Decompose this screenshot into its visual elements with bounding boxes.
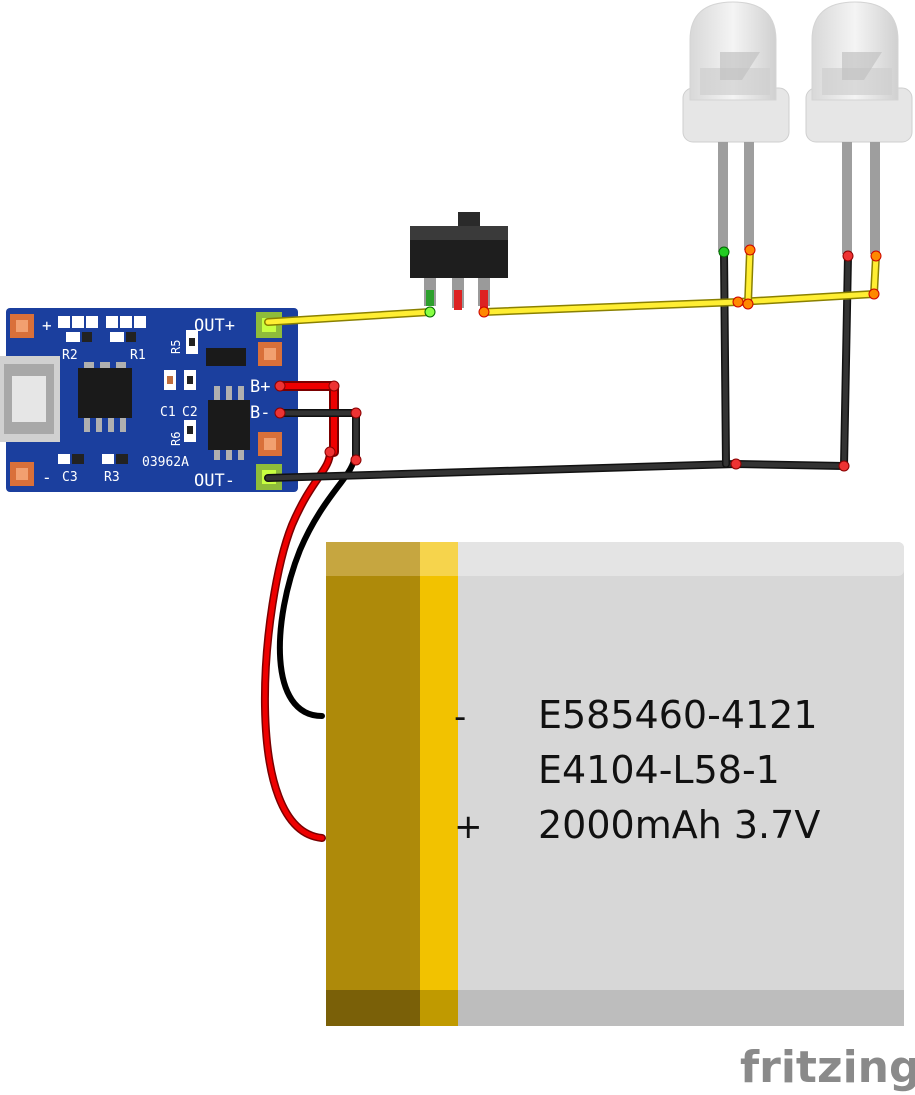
pcb-label-c3: C3 (62, 470, 78, 485)
wire-led2-anode[interactable] (871, 253, 879, 297)
pcb-label-r3: R3 (104, 470, 120, 485)
charger-module: + - OUT+ OUT- B+ B- R2 R1 C3 R3 C1 C2 03… (0, 308, 298, 492)
connection-points (274, 244, 882, 472)
pcb-label-plus: + (42, 316, 52, 335)
lipo-battery: - + E585460-4121 E4104-L58-1 2000mAh 3.7… (326, 542, 904, 1026)
battery-minus-mark: - (454, 697, 466, 737)
pcb-label-b-minus: B- (250, 403, 270, 423)
pcb-label-out-plus: OUT+ (194, 316, 235, 336)
pcb-label-b-plus: B+ (250, 377, 270, 397)
pcb-label-r2: R2 (62, 348, 78, 363)
pcb-label-r5: R5 (169, 340, 183, 354)
pcb-label-c2: C2 (182, 405, 198, 420)
wire-out-plus[interactable] (265, 309, 433, 325)
wire-led1-anode[interactable] (745, 247, 753, 307)
led-2[interactable] (805, 1, 913, 254)
wire-led2-cathode[interactable] (841, 253, 851, 469)
pcb-label-r1: R1 (130, 348, 146, 363)
battery-plus-mark: + (454, 807, 483, 847)
pcb-label-minus: - (42, 468, 52, 487)
pcb-label-r6: R6 (169, 432, 183, 446)
battery-line-2: E4104-L58-1 (538, 748, 780, 792)
slide-switch[interactable] (410, 212, 508, 310)
pcb-label-code: 03962A (142, 455, 189, 470)
wire-battery-negative[interactable] (276, 457, 357, 719)
battery-line-1: E585460-4121 (538, 693, 818, 737)
battery-line-3: 2000mAh 3.7V (538, 803, 820, 847)
led-1[interactable] (682, 1, 790, 252)
fritzing-logo: fritzing (740, 1042, 915, 1093)
wire-led1-cathode[interactable] (721, 249, 729, 467)
wire-switch-to-leds[interactable] (481, 291, 877, 315)
pcb-label-c1: C1 (160, 405, 176, 420)
pcb-label-out-minus: OUT- (194, 471, 235, 491)
